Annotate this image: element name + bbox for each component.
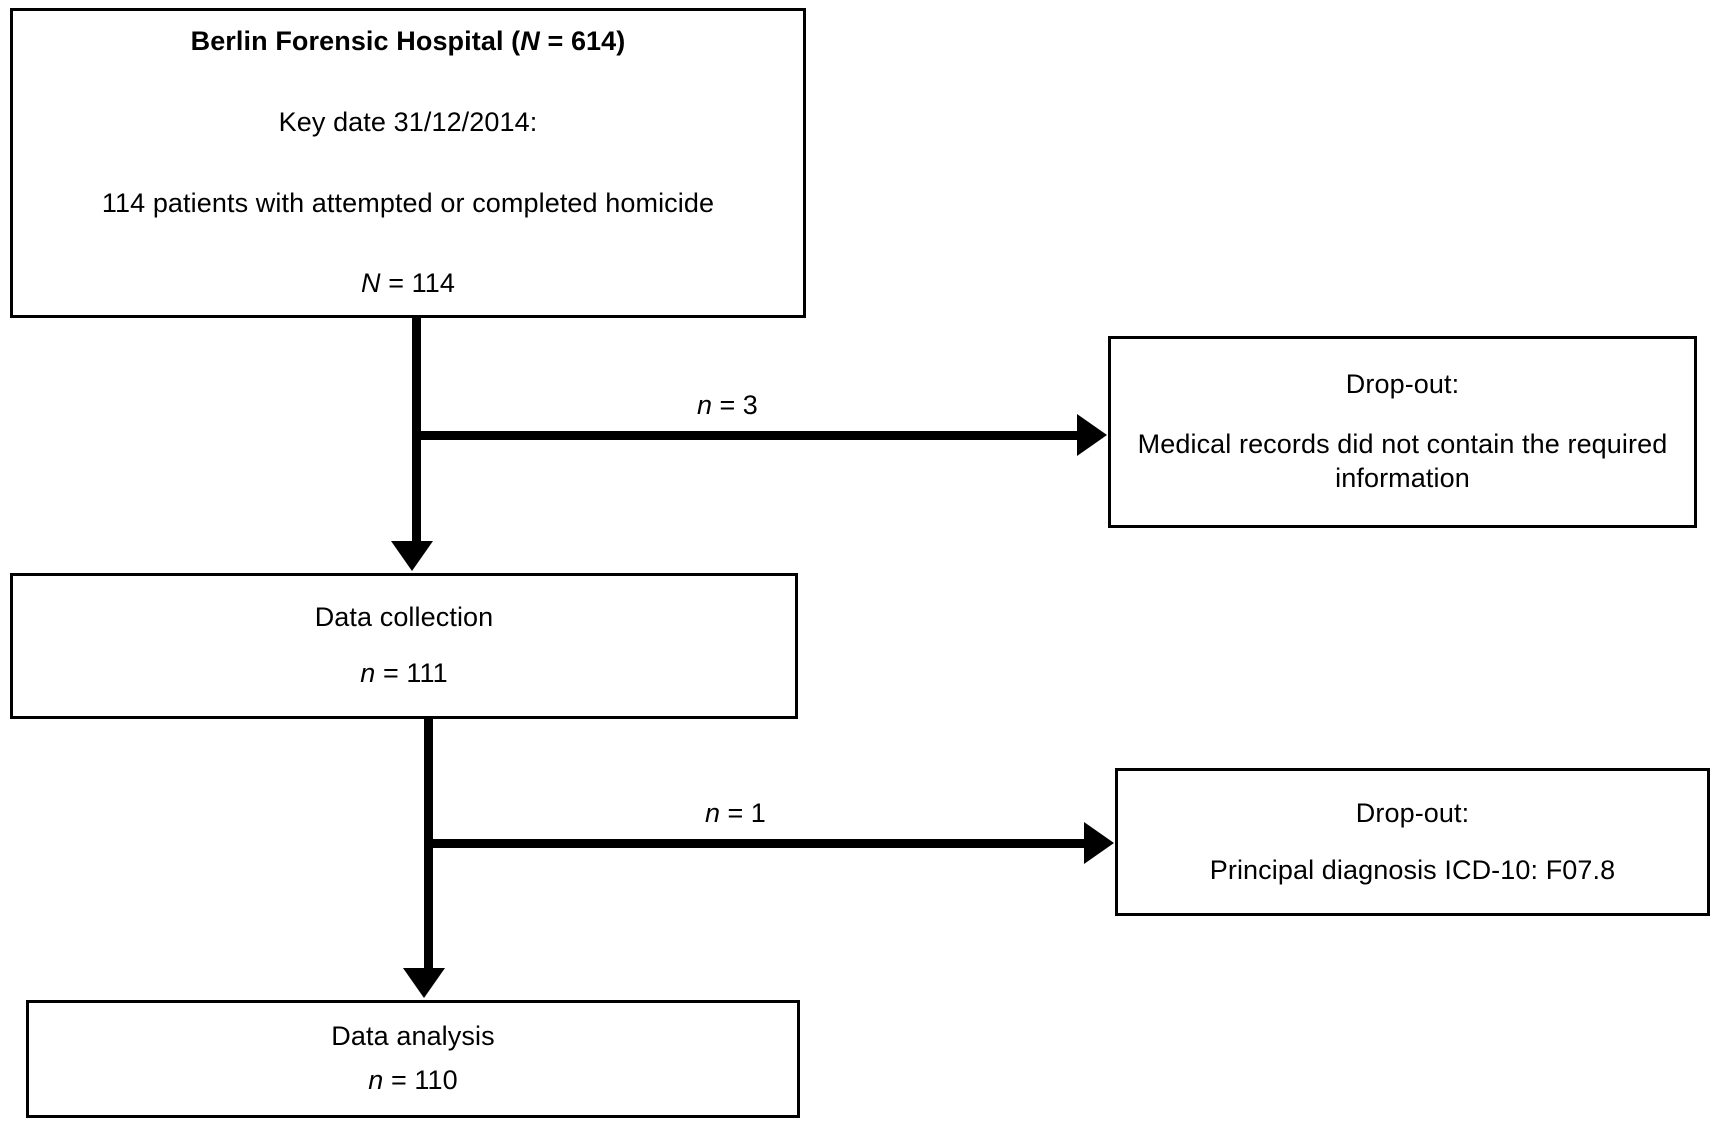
data-analysis-count: n = 110 xyxy=(368,1065,458,1096)
edge-label-dropout-2: n = 1 xyxy=(705,798,766,828)
source-count: N = 114 xyxy=(360,268,456,299)
node-dropout-2: Drop-out: Principal diagnosis ICD-10: F0… xyxy=(1115,768,1710,916)
node-dropout-1: Drop-out: Medical records did not contai… xyxy=(1108,336,1697,528)
dropout-2-reason: Principal diagnosis ICD-10: F07.8 xyxy=(1209,854,1616,885)
connector-branch-to-dropout-1 xyxy=(412,431,1080,440)
data-analysis-label: Data analysis xyxy=(331,1021,495,1052)
data-collection-count: n = 111 xyxy=(360,658,448,689)
source-title: Berlin Forensic Hospital (N = 614) xyxy=(190,26,626,56)
source-description: 114 patients with attempted or completed… xyxy=(101,187,715,218)
edge-label-dropout-1: n = 3 xyxy=(697,390,758,420)
arrowhead-down-icon xyxy=(391,541,433,571)
dropout-1-heading: Drop-out: xyxy=(1345,369,1460,400)
source-key-date: Key date 31/12/2014: xyxy=(278,106,538,137)
arrowhead-right-icon xyxy=(1077,414,1107,456)
node-source-population: Berlin Forensic Hospital (N = 614) Key d… xyxy=(10,8,806,318)
arrowhead-down-icon xyxy=(403,968,445,998)
node-data-collection: Data collection n = 111 xyxy=(10,573,798,719)
data-collection-label: Data collection xyxy=(314,602,494,633)
dropout-2-heading: Drop-out: xyxy=(1355,797,1470,828)
arrowhead-right-icon xyxy=(1084,822,1114,864)
dropout-1-reason: Medical records did not contain the requ… xyxy=(1137,429,1668,494)
node-data-analysis: Data analysis n = 110 xyxy=(26,1000,800,1118)
connector-branch-to-dropout-2 xyxy=(424,839,1087,848)
